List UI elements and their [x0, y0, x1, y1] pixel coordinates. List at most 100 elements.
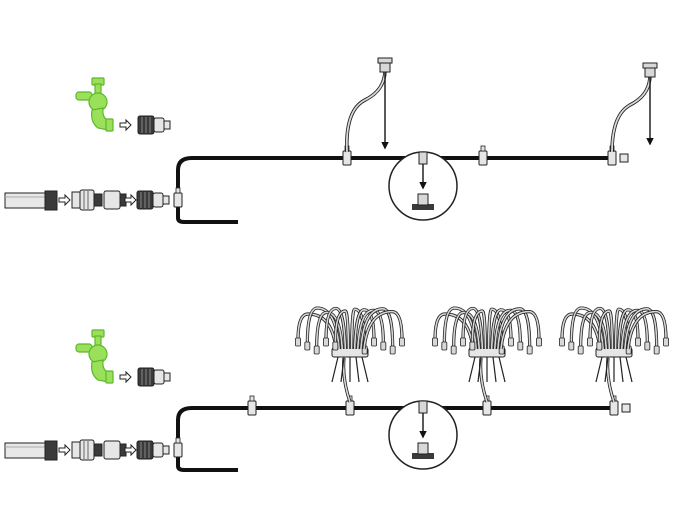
- arrow-right-icon: [124, 444, 137, 456]
- emitter-tube: [324, 306, 347, 350]
- feeder-tube: [342, 357, 352, 403]
- adapter-icon: [71, 189, 103, 211]
- emitter-tube: [499, 310, 541, 350]
- magnifier-inset-icon: [388, 400, 458, 470]
- emitter-stake: [389, 345, 396, 355]
- dripper-line: [477, 356, 482, 383]
- garden-hose-icon: [4, 190, 58, 211]
- emitter-stake: [587, 337, 593, 347]
- emitter-stake: [313, 345, 320, 355]
- faucet-icon: [75, 329, 114, 384]
- tee-connector-icon: [173, 187, 183, 208]
- adapter-icon: [71, 439, 103, 461]
- emitter-stake: [332, 341, 339, 351]
- emitter-stake: [577, 345, 584, 355]
- emitter-tube: [296, 312, 338, 350]
- emitter-stake: [441, 341, 448, 351]
- emitter-stake: [469, 341, 476, 351]
- emitter-stake: [371, 337, 377, 347]
- emitter-stake: [399, 337, 405, 347]
- arrow-right-icon: [119, 119, 132, 131]
- emitter-stake: [295, 337, 301, 347]
- emitter-tube: [315, 310, 344, 350]
- main-tube: [176, 406, 612, 465]
- emitter-tube: [333, 309, 351, 350]
- sprinkler-stake-icon: [345, 57, 393, 153]
- emitter-stake: [526, 345, 533, 355]
- end-cap: [621, 403, 631, 413]
- adapter-icon: [103, 440, 127, 460]
- arrow-right-icon: [119, 371, 132, 383]
- dripper-line: [355, 356, 360, 383]
- emitter-stake: [380, 341, 387, 351]
- emitter-stake: [559, 337, 565, 347]
- dripper-line: [331, 356, 339, 383]
- emitter-stake: [635, 337, 641, 347]
- emitter-tube: [623, 307, 659, 350]
- dripper-line: [361, 356, 369, 383]
- drip-emitter-cluster-icon: [559, 306, 669, 403]
- emitter-stake: [304, 341, 311, 351]
- emitter-stake: [596, 341, 603, 351]
- magnifier-inset-icon: [388, 151, 458, 221]
- adapter-icon: [103, 190, 127, 210]
- dripper-line: [468, 356, 476, 383]
- emitter-stake: [432, 337, 438, 347]
- emitter-tube: [579, 310, 608, 350]
- faucet-icon: [75, 77, 114, 132]
- dripper-line: [492, 356, 497, 383]
- emitter-tube: [490, 308, 513, 350]
- emitter-stake: [653, 345, 660, 355]
- emitter-tube: [461, 306, 484, 350]
- feeder-tube: [606, 357, 616, 403]
- emitter-stake: [568, 341, 575, 351]
- emitter-tube: [353, 308, 376, 350]
- dripper-line: [340, 356, 345, 383]
- drip-clusters: [295, 306, 669, 403]
- emitter-tube: [359, 307, 395, 350]
- emitter-tube: [626, 310, 668, 350]
- emitter-tube: [617, 308, 640, 350]
- tube-end: [176, 450, 238, 472]
- emitter-tube: [433, 312, 475, 350]
- emitter-stake: [460, 337, 466, 347]
- emitter-tube: [470, 309, 488, 350]
- dripper-line: [619, 356, 624, 383]
- emitter-tube: [496, 307, 532, 350]
- emitter-tube: [560, 312, 602, 350]
- emitter-tube: [452, 310, 481, 350]
- drip-emitter-cluster-icon: [432, 306, 542, 403]
- main-tube: [176, 156, 612, 218]
- tube-end: [176, 200, 238, 224]
- emitter-stake: [536, 337, 542, 347]
- emitter-stake: [450, 345, 457, 355]
- emitter-stake: [508, 337, 514, 347]
- dripper-line: [604, 356, 609, 383]
- pressure-regulator-icon: [136, 190, 170, 210]
- feeder-tube: [479, 357, 489, 403]
- quick-connector-icon: [137, 115, 171, 135]
- tee-connector-icon: [173, 437, 183, 458]
- garden-hose-icon: [4, 440, 58, 461]
- panel-sprinkler-line: [4, 57, 658, 224]
- pressure-regulator-icon: [136, 440, 170, 460]
- tee-connector-icon: [478, 145, 488, 166]
- arrow-right-icon: [124, 194, 137, 206]
- emitter-tube: [597, 309, 615, 350]
- emitter-tube: [588, 306, 611, 350]
- emitter-stake: [323, 337, 329, 347]
- arrow-right-icon: [58, 444, 71, 456]
- dripper-line: [625, 356, 633, 383]
- dripper-line: [595, 356, 603, 383]
- sprinkler-stake-icon: [610, 62, 658, 153]
- arrow-right-icon: [58, 194, 71, 206]
- emitter-stake: [644, 341, 651, 351]
- tee-connector-icon: [247, 395, 257, 416]
- panel-drip-cluster-line: [4, 306, 669, 472]
- emitter-stake: [517, 341, 524, 351]
- quick-connector-icon: [137, 367, 171, 387]
- dripper-line: [498, 356, 506, 383]
- emitter-stake: [663, 337, 669, 347]
- drip-emitter-cluster-icon: [295, 306, 405, 403]
